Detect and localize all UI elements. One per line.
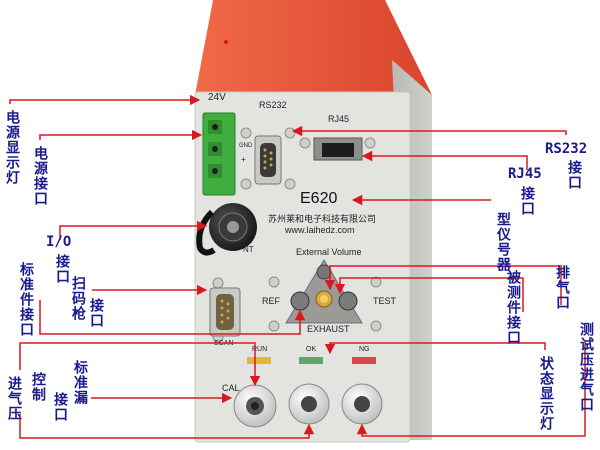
label-control-inlet-b: 进气压	[6, 376, 22, 421]
label-rs232-b: 接口	[566, 160, 582, 190]
rs232-connector	[254, 135, 282, 185]
rj45-panel-label: RJ45	[328, 114, 350, 124]
ng-label: NG	[359, 346, 370, 353]
label-leak-port-a: 标准漏	[72, 360, 88, 405]
company-name: 苏州莱和电子科技有限公司	[268, 215, 377, 225]
label-model: 型仪号器	[495, 212, 511, 272]
label-test-inlet: 测试压进气口	[578, 322, 594, 412]
label-status-light: 状态显示灯	[538, 356, 554, 431]
label-standard-port: 标准件接口	[18, 262, 34, 337]
power-terminal	[202, 112, 236, 196]
ok-status-light	[299, 357, 323, 364]
cal-label: CAL	[222, 383, 240, 393]
label-exhaust: 排气口	[554, 265, 570, 310]
gnd-label: GND	[239, 143, 253, 149]
external-volume-label: External Volume	[296, 247, 362, 257]
ng-status-light	[352, 357, 376, 364]
exhaust-label: EXHAUST	[307, 324, 350, 334]
scan-connector	[209, 287, 241, 337]
voltage-label: 24V	[208, 92, 226, 103]
test-label: TEST	[373, 296, 397, 306]
ng-fitting	[341, 383, 383, 425]
run-label: RUN	[252, 346, 268, 353]
label-control-inlet-a: 控制	[30, 372, 46, 402]
label-rj45-a: RJ45	[508, 166, 542, 182]
ok-label: OK	[306, 346, 317, 353]
label-io-port-a: I/O	[46, 234, 72, 250]
ok-fitting	[288, 383, 330, 425]
ref-label: REF	[262, 296, 280, 306]
label-tested-port: 被测件接口	[505, 270, 521, 345]
housing-top	[195, 0, 432, 95]
cal-fitting	[233, 384, 277, 428]
panel-indicator-dot	[224, 40, 228, 44]
plus-label: +	[241, 155, 246, 164]
model-name: E620	[300, 190, 338, 207]
website: www.laihedz.com	[285, 225, 355, 235]
label-power-port: 电源接口	[32, 146, 48, 206]
scan-label: SCAN	[214, 340, 234, 347]
run-status-light	[247, 357, 271, 364]
rs232-panel-label: RS232	[259, 100, 287, 110]
label-io-port-b: 接口	[54, 254, 70, 284]
label-scan-b: 接口	[88, 298, 104, 328]
label-rs232-a: RS232	[545, 141, 588, 157]
rj45-connector	[313, 137, 363, 161]
label-power-light: 电源显示灯	[4, 110, 20, 185]
io-hint-label: NT	[243, 245, 254, 254]
label-scan-a: 扫码枪	[70, 276, 86, 321]
label-rj45-b: 接口	[519, 186, 535, 216]
label-leak-port-b: 接口	[52, 392, 68, 422]
